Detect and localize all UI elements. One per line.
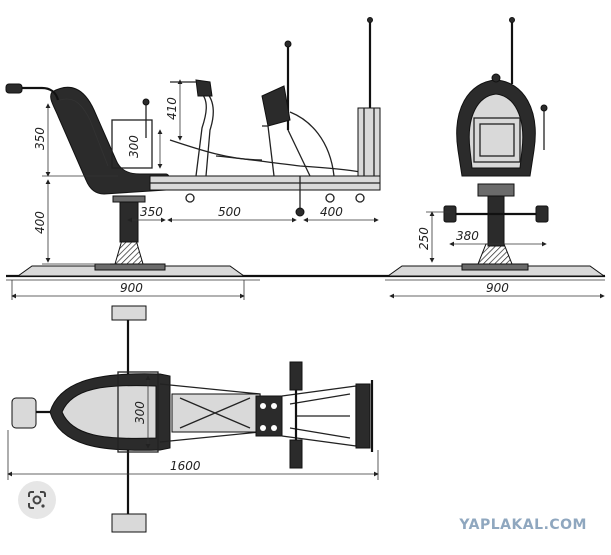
- front-view: 250 380 900: [386, 17, 606, 299]
- watermark-text: YAPLAKAL.COM: [459, 517, 587, 533]
- top-view: 300 1600: [7, 305, 379, 533]
- dim-front-base-width: 900: [486, 281, 509, 295]
- dim-top-length: 1600: [170, 459, 201, 473]
- dim-top-seat-width: 300: [133, 401, 147, 424]
- dim-seg3: 400: [320, 205, 343, 219]
- dim-base-height: 400: [33, 211, 47, 234]
- dim-seat-height: 350: [33, 127, 47, 150]
- side-view: 350 400 300 410 350 500 400 900: [5, 17, 605, 300]
- google-lens-icon[interactable]: [18, 481, 56, 519]
- dim-seg2: 500: [218, 205, 241, 219]
- dim-seg1: 350: [140, 205, 163, 219]
- dim-seat-back: 300: [127, 135, 141, 158]
- dim-side-base-width: 900: [120, 281, 143, 295]
- dim-pedal-height: 410: [165, 97, 179, 120]
- dim-front-pedal-span: 380: [456, 229, 479, 243]
- dim-front-height: 250: [417, 227, 431, 250]
